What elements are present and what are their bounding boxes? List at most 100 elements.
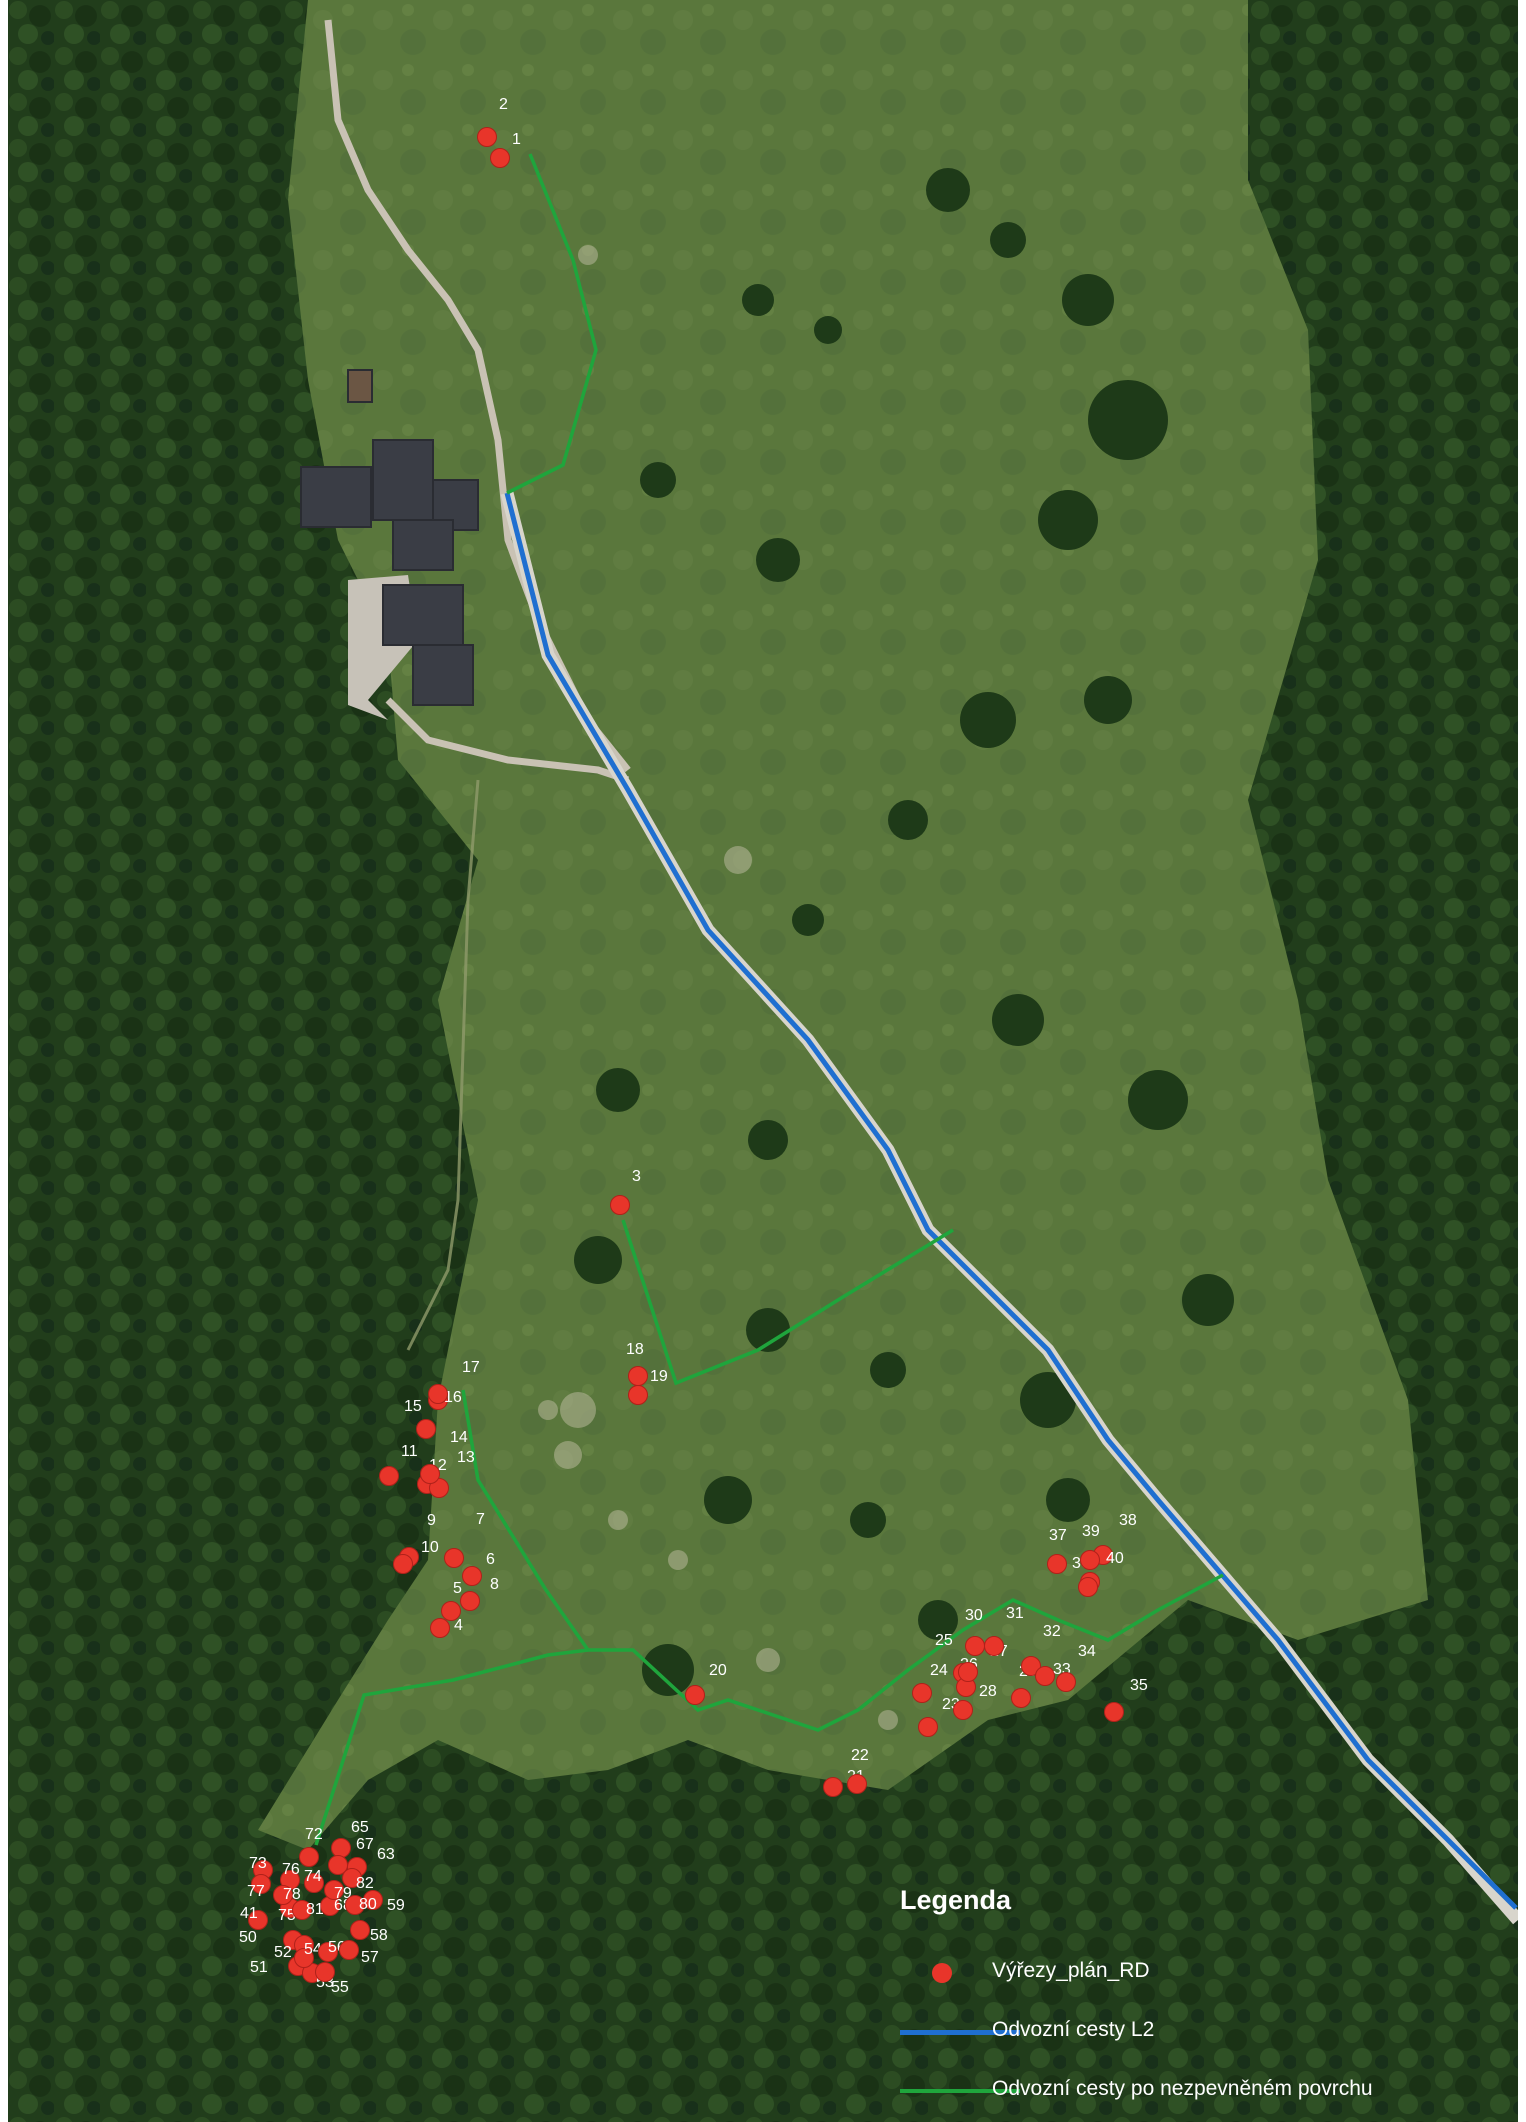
felling-point-39[interactable]: 39 [1080, 1523, 1100, 1570]
felling-point-20[interactable]: 20 [685, 1662, 727, 1705]
point-marker[interactable] [299, 1847, 319, 1867]
point-marker[interactable] [984, 1636, 1004, 1656]
point-marker[interactable] [324, 1880, 344, 1900]
felling-point-41[interactable]: 41 [240, 1905, 268, 1930]
point-marker[interactable] [345, 1895, 365, 1915]
point-marker[interactable] [490, 148, 510, 168]
point-marker[interactable] [292, 1900, 312, 1920]
point-marker[interactable] [477, 127, 497, 147]
felling-point-82[interactable]: 82 [342, 1868, 374, 1893]
legend-item-road-L2: Odvozní cesty L2 [900, 2014, 1520, 2050]
felling-point-79[interactable]: 79 [324, 1880, 352, 1903]
point-marker[interactable] [847, 1774, 867, 1794]
point-marker[interactable] [339, 1940, 359, 1960]
point-marker[interactable] [350, 1920, 370, 1940]
point-marker[interactable] [953, 1700, 973, 1720]
felling-point-11[interactable]: 11 [379, 1443, 418, 1486]
point-marker[interactable] [1011, 1688, 1031, 1708]
point-label: 37 [1049, 1527, 1067, 1544]
point-marker[interactable] [958, 1662, 978, 1682]
felling-point-14[interactable]: 14 [420, 1429, 468, 1484]
point-marker[interactable] [610, 1195, 630, 1215]
felling-point-2[interactable]: 2 [477, 96, 509, 147]
point-marker[interactable] [416, 1419, 436, 1439]
point-marker[interactable] [1035, 1666, 1055, 1686]
point-marker[interactable] [251, 1874, 271, 1894]
felling-point-7[interactable]: 7 [444, 1511, 486, 1568]
point-marker[interactable] [918, 1717, 938, 1737]
point-marker[interactable] [1080, 1550, 1100, 1570]
point-marker[interactable] [318, 1942, 338, 1962]
aerial-map[interactable]: 1234567891011121314151617181920212223242… [8, 0, 1518, 2122]
point-marker[interactable] [304, 1873, 324, 1893]
point-marker[interactable] [628, 1366, 648, 1386]
felling-point-37[interactable]: 37 [1047, 1527, 1067, 1574]
felling-point-28[interactable]: 28 [953, 1683, 997, 1720]
felling-point-10[interactable]: 10 [393, 1539, 439, 1574]
felling-point-78[interactable]: 78 [273, 1885, 301, 1905]
felling-point-54[interactable]: 54 [294, 1941, 322, 1968]
point-marker[interactable] [315, 1962, 335, 1982]
felling-point-72[interactable]: 72 [299, 1826, 323, 1867]
point-marker[interactable] [379, 1466, 399, 1486]
point-marker[interactable] [420, 1464, 440, 1484]
point-label: 72 [305, 1826, 323, 1843]
felling-point-55[interactable]: 55 [315, 1962, 349, 1997]
felling-point-13[interactable]: 13 [429, 1449, 475, 1498]
felling-point-17[interactable]: 17 [428, 1359, 480, 1404]
felling-point-1[interactable]: 1 [490, 131, 522, 168]
felling-point-74[interactable]: 74 [304, 1868, 324, 1893]
felling-point-22[interactable]: 22 [847, 1747, 869, 1794]
felling-point-8[interactable]: 8 [460, 1576, 500, 1611]
point-marker[interactable] [1056, 1672, 1076, 1692]
felling-point-77[interactable]: 77 [247, 1874, 271, 1901]
felling-point-31[interactable]: 31 [984, 1605, 1024, 1656]
felling-point-35[interactable]: 35 [1104, 1677, 1148, 1722]
felling-point-40[interactable]: 40 [1078, 1550, 1124, 1597]
felling-point-80[interactable]: 80 [345, 1895, 377, 1915]
point-marker[interactable] [441, 1601, 461, 1621]
felling-point-19[interactable]: 19 [628, 1368, 668, 1405]
felling-point-59[interactable]: 59 [363, 1890, 405, 1915]
felling-point-5[interactable]: 5 [441, 1580, 463, 1621]
point-marker[interactable] [685, 1685, 705, 1705]
felling-point-30[interactable]: 30 [965, 1607, 985, 1656]
felling-point-32[interactable]: 32 [1021, 1623, 1061, 1676]
felling-point-33[interactable]: 33 [1035, 1661, 1071, 1686]
felling-point-67[interactable]: 67 [328, 1836, 374, 1875]
felling-point-3[interactable]: 3 [610, 1168, 642, 1215]
point-marker[interactable] [273, 1885, 293, 1905]
felling-point-81[interactable]: 81 [292, 1900, 324, 1920]
point-marker[interactable] [393, 1554, 413, 1574]
point-marker[interactable] [328, 1855, 348, 1875]
point-marker[interactable] [1078, 1577, 1098, 1597]
point-marker[interactable] [342, 1868, 362, 1888]
point-marker[interactable] [628, 1385, 648, 1405]
felling-point-4[interactable]: 4 [430, 1617, 464, 1638]
point-marker[interactable] [462, 1566, 482, 1586]
map-frame[interactable]: 1234567891011121314151617181920212223242… [8, 0, 1518, 2122]
point-marker[interactable] [460, 1591, 480, 1611]
point-marker[interactable] [429, 1478, 449, 1498]
point-marker[interactable] [248, 1910, 268, 1930]
point-marker[interactable] [444, 1548, 464, 1568]
felling-point-23[interactable]: 23 [918, 1696, 960, 1737]
point-marker[interactable] [1104, 1702, 1124, 1722]
point-marker[interactable] [912, 1683, 932, 1703]
point-marker[interactable] [428, 1384, 448, 1404]
felling-point-15[interactable]: 15 [404, 1398, 436, 1439]
felling-point-34[interactable]: 34 [1056, 1643, 1096, 1692]
point-label: 58 [370, 1927, 388, 1944]
point-marker[interactable] [823, 1777, 843, 1797]
felling-point-24[interactable]: 24 [912, 1662, 948, 1703]
point-marker[interactable] [1021, 1656, 1041, 1676]
felling-point-58[interactable]: 58 [350, 1920, 388, 1945]
point-marker[interactable] [430, 1618, 450, 1638]
felling-point-6[interactable]: 6 [462, 1551, 496, 1586]
point-marker[interactable] [1047, 1554, 1067, 1574]
felling-point-76[interactable]: 76 [280, 1861, 300, 1890]
felling-point-57[interactable]: 57 [339, 1940, 379, 1967]
point-marker[interactable] [294, 1948, 314, 1968]
point-marker[interactable] [331, 1838, 351, 1858]
point-marker[interactable] [965, 1636, 985, 1656]
